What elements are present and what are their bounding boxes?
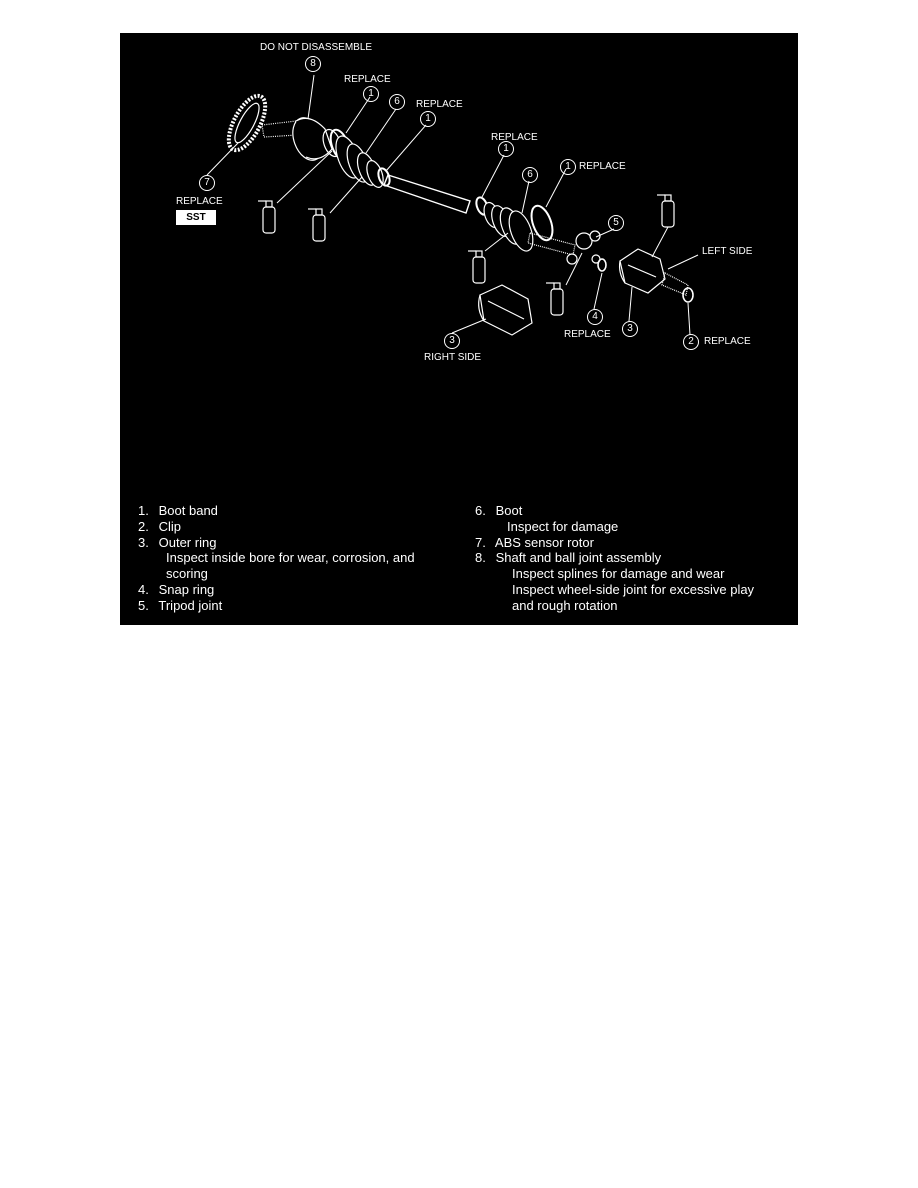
leader-lines [206,74,699,336]
callout-5-tripod: 5 [608,215,624,231]
callout-3-right: 3 [444,333,460,349]
legend-note-8b: Inspect wheel-side joint for excessive p… [512,581,755,597]
legend-left-column: 1. Boot band 2. Clip 3. Outer ring Inspe… [138,503,415,614]
drive-shaft-exploded-view [206,74,699,336]
legend-note-3b: scoring [166,566,208,582]
replace-label-7: REPLACE [176,196,223,207]
parts-legend: 1. Boot band 2. Clip 3. Outer ring Inspe… [138,503,798,623]
callout-1-outer-large: 1 [363,86,379,102]
left-side-label: LEFT SIDE [702,246,753,257]
legend-note-6a: Inspect for damage [507,518,619,534]
legend-item-2: 2. Clip [138,518,182,534]
grease-tube-4 [546,282,564,316]
snap-ring [597,258,607,272]
tripod-joint [566,230,601,265]
legend-item-5: 5. Tripod joint [138,597,223,613]
legend-note-8c: and rough rotation [512,597,618,613]
outer-ring-right-side [478,284,533,336]
outer-ring-left-side [618,248,689,296]
replace-label-1a: REPLACE [344,74,391,85]
abs-sensor-rotor [226,93,268,153]
legend-right-column: 6. Boot Inspect for damage 7. ABS sensor… [475,503,754,614]
clip [682,287,694,303]
legend-item-8: 8. Shaft and ball joint assembly [475,550,662,566]
legend-item-7: 7. ABS sensor rotor [475,534,594,550]
grease-tube-2 [308,208,326,242]
replace-label-4: REPLACE [564,329,611,340]
inner-boot [483,201,534,252]
diagram-panel: DO NOT DISASSEMBLE 8 REPLACE 1 6 REPLACE… [120,33,798,625]
grease-tube-3 [468,250,486,284]
callout-1-outer-small: 1 [420,111,436,127]
grease-tube-1 [258,200,276,234]
callout-6-outer-boot: 6 [389,94,405,110]
callout-7-abs-rotor: 7 [199,175,215,191]
inner-boot-band-large [530,204,554,242]
legend-item-6: 6. Boot [475,503,523,518]
legend-note-8a: Inspect splines for damage and wear [512,566,725,582]
legend-note-3a: Inspect inside bore for wear, corrosion,… [166,550,415,566]
callout-3-left: 3 [622,321,638,337]
intermediate-shaft [383,174,471,214]
callout-2-clip: 2 [683,334,699,350]
replace-label-1c: REPLACE [491,132,538,143]
replace-label-2: REPLACE [704,336,751,347]
sst-tag: SST [176,210,216,225]
callout-4-snap-ring: 4 [587,309,603,325]
legend-item-3: 3. Outer ring [138,534,217,550]
callout-1-inner-small: 1 [498,141,514,157]
do-not-disassemble-label: DO NOT DISASSEMBLE [260,42,373,53]
shaft-ball-joint-assembly [261,117,342,161]
legend-item-4: 4. Snap ring [138,581,215,597]
outer-boot [335,135,384,188]
callout-8-shaft: 8 [305,56,321,72]
callout-6-inner-boot: 6 [522,167,538,183]
right-side-label: RIGHT SIDE [424,352,482,363]
replace-label-1b: REPLACE [416,99,463,110]
legend-item-1: 1. Boot band [138,503,218,518]
replace-label-1d: REPLACE [579,161,626,172]
callout-1-inner-large: 1 [560,159,576,175]
grease-tube-5 [657,194,675,228]
